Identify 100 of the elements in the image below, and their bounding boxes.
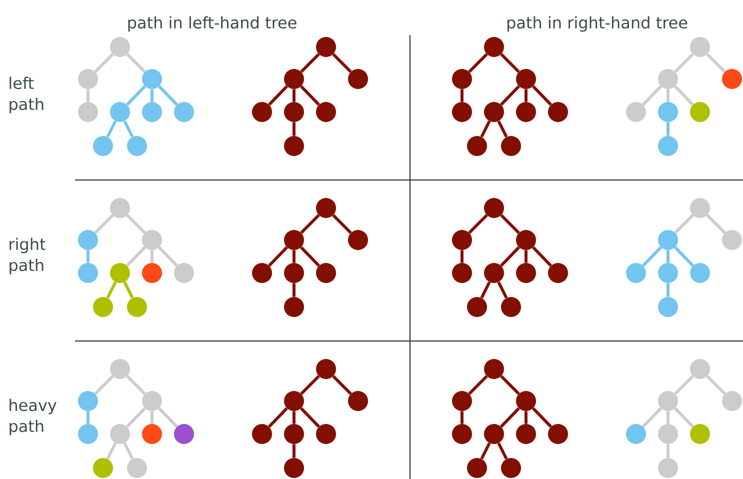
tree-edge	[666, 122, 670, 136]
tree-node	[142, 391, 162, 411]
tree-edge	[150, 250, 154, 263]
tree-node	[516, 424, 536, 444]
tree-edge	[674, 53, 694, 73]
tree-node	[110, 37, 130, 57]
tree-node	[658, 136, 678, 156]
tree-node	[127, 136, 147, 156]
tree-node	[93, 136, 113, 156]
tree-edge	[126, 407, 146, 428]
tree-node	[78, 391, 98, 411]
tree-node	[501, 297, 521, 317]
tree-node	[284, 69, 304, 89]
tree-node	[252, 263, 272, 283]
tree-node	[78, 424, 98, 444]
tree-node	[658, 391, 678, 411]
tree-node	[174, 424, 194, 444]
tree-node	[110, 198, 130, 218]
tree-edge	[150, 411, 154, 424]
tree-node	[452, 102, 472, 122]
tree-edge	[642, 407, 662, 428]
tree-node	[452, 263, 472, 283]
tree-edge	[497, 120, 508, 138]
tree-node	[110, 263, 130, 283]
tree-node	[690, 359, 710, 379]
tree-edge	[94, 375, 114, 395]
tree-edge	[500, 85, 520, 106]
tree-edge	[106, 442, 117, 460]
tree-node	[284, 263, 304, 283]
tree-node	[316, 37, 336, 57]
tree-edge	[468, 53, 488, 73]
tree-edge	[292, 411, 296, 424]
tree-node	[658, 458, 678, 478]
tree-edge	[86, 411, 90, 424]
tree-edge	[332, 53, 352, 73]
tree-edge	[268, 85, 288, 106]
tree-node	[690, 102, 710, 122]
tree-edge	[480, 120, 491, 138]
tree-edge	[268, 407, 288, 428]
tree-edge	[500, 375, 520, 395]
tree-edge	[300, 214, 320, 234]
tree-node	[78, 69, 98, 89]
tree-edge	[292, 89, 296, 102]
tree-node	[548, 102, 568, 122]
tree-node	[484, 37, 504, 57]
tree-edge	[94, 53, 114, 73]
tree-edge	[674, 375, 694, 395]
tree-node	[626, 263, 646, 283]
tree-node	[316, 263, 336, 283]
tree-edge	[497, 442, 508, 460]
tree-edge	[86, 89, 90, 102]
tree-edge	[706, 214, 726, 234]
tree-edge	[524, 89, 528, 102]
tree-node	[516, 391, 536, 411]
tree-edge	[500, 246, 520, 267]
tree-edge	[126, 85, 146, 106]
tree-edge	[666, 250, 670, 263]
tree-node	[467, 136, 487, 156]
tree-edge	[524, 250, 528, 263]
tree-edge	[126, 214, 146, 234]
tree-node	[452, 230, 472, 250]
tree-node	[501, 458, 521, 478]
tree-node	[467, 297, 487, 317]
tree-node	[722, 69, 742, 89]
tree-edge	[524, 411, 528, 424]
tree-node	[142, 69, 162, 89]
tree-edge	[706, 53, 726, 73]
tree-edge	[460, 411, 464, 424]
tree-edge	[480, 442, 491, 460]
tree-edge	[674, 246, 694, 267]
tree-node	[658, 230, 678, 250]
tree-edge	[500, 407, 520, 428]
tree-node	[548, 263, 568, 283]
tree-node	[142, 424, 162, 444]
tree-edge	[480, 281, 491, 299]
tree-node	[516, 102, 536, 122]
tree-node	[452, 424, 472, 444]
tree-node	[722, 230, 742, 250]
tree-edge	[123, 442, 134, 460]
tree-node	[690, 37, 710, 57]
tree-edge	[460, 250, 464, 263]
tree-edge	[126, 246, 146, 267]
tree-node	[174, 263, 194, 283]
row-heading: heavy path	[10, 398, 56, 436]
tree-node	[348, 230, 368, 250]
tree-node	[348, 391, 368, 411]
tree-edge	[532, 407, 552, 428]
tree-node	[658, 424, 678, 444]
tree-node	[316, 424, 336, 444]
tree-node	[127, 458, 147, 478]
tree-edge	[300, 53, 320, 73]
tree-node	[78, 102, 98, 122]
tree-node	[548, 424, 568, 444]
tree-edge	[642, 246, 662, 267]
tree-edge	[94, 214, 114, 234]
tree-node	[626, 424, 646, 444]
tree-edge	[666, 283, 670, 297]
tree-node	[467, 458, 487, 478]
tree-node	[452, 69, 472, 89]
tree-edge	[300, 407, 320, 428]
